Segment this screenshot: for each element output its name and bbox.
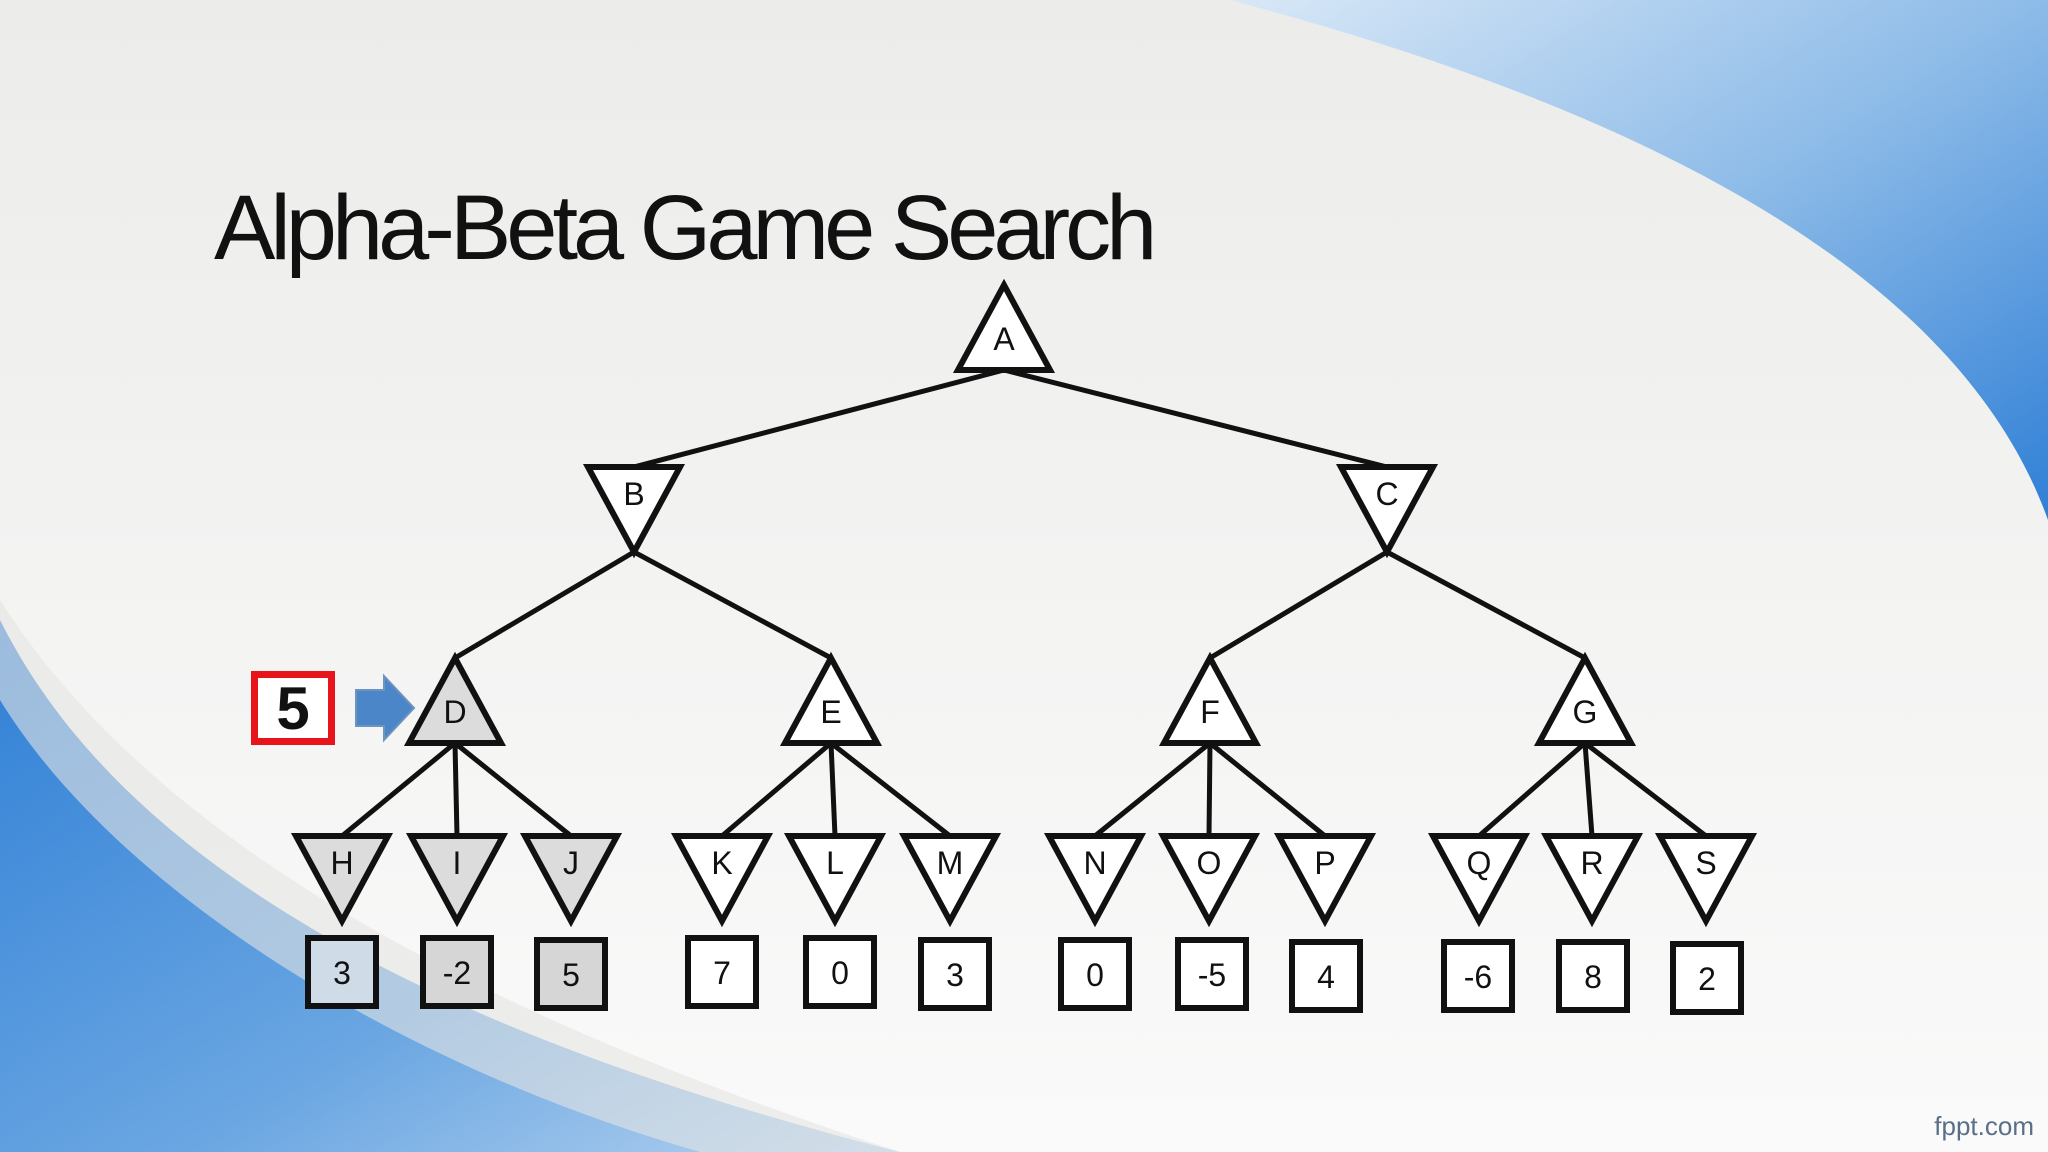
node-label-e: E [820,694,841,730]
node-label-k: K [711,845,732,881]
node-label-n: N [1083,845,1106,881]
node-label-q: Q [1467,845,1492,881]
edge-d-i [452,742,460,837]
node-label-b: B [623,476,644,512]
leaf-h: 3 [305,935,379,1009]
leaf-value: 5 [562,957,580,993]
edge-d-j [453,741,573,838]
leaf-r: 8 [1556,939,1630,1013]
edge-c-g [1385,549,1587,661]
edge-f-p [1208,741,1327,838]
node-label-g: G [1573,694,1598,730]
node-e: E [779,651,883,746]
node-r: R [1540,833,1644,928]
node-f: F [1158,651,1262,746]
node-c: C [1335,464,1439,559]
footer-brand: fppt.com [1934,1111,2034,1141]
node-m: M [898,833,1002,928]
leaf-value: 7 [713,955,731,991]
node-label-c: C [1375,476,1398,512]
leaf-n: 0 [1058,937,1132,1011]
leaf-value: 3 [333,955,351,991]
node-label-h: H [330,845,353,881]
page-title: Alpha-Beta Game Search [214,177,1157,279]
node-label-p: P [1314,845,1335,881]
node-h: H [290,833,394,928]
node-p: P [1273,833,1377,928]
node-label-i: I [453,845,462,881]
leaf-s: 2 [1670,941,1744,1015]
edge-e-l [828,742,838,837]
leaf-value: -6 [1464,959,1492,995]
edge-b-d [453,549,636,661]
leaf-value: 8 [1584,959,1602,995]
node-i: I [405,833,509,928]
node-s: S [1654,833,1758,928]
edge-f-o [1206,742,1213,837]
edge-g-s [1583,741,1708,838]
edge-e-k [720,741,833,838]
leaf-value: 0 [831,955,849,991]
edge-g-r [1582,742,1595,837]
leaf-q: -6 [1441,939,1515,1013]
leaf-value: 3 [946,957,964,993]
node-label-s: S [1695,845,1716,881]
node-label-l: L [826,845,844,881]
node-b: B [582,464,686,559]
edge-a-c [1003,367,1388,470]
node-j: J [519,833,623,928]
leaf-p: 4 [1289,939,1363,1013]
node-n: N [1043,833,1147,928]
edge-d-h [340,741,457,838]
node-label-a: A [993,321,1015,357]
node-label-o: O [1197,845,1222,881]
node-k: K [670,833,774,928]
edge-f-n [1093,741,1212,838]
node-label-f: F [1200,694,1220,730]
leaf-k: 7 [685,935,759,1009]
node-l: L [783,833,887,928]
leaf-value: 0 [1086,957,1104,993]
leaf-i: -2 [420,935,494,1009]
node-o: O [1157,833,1261,928]
node-label-m: M [937,845,964,881]
node-q: Q [1427,833,1531,928]
edge-a-b [633,367,1005,470]
node-a: A [952,278,1056,373]
leaf-l: 0 [803,935,877,1009]
node-label-d: D [443,694,466,730]
leaf-j: 5 [534,937,608,1011]
leaf-value: -2 [443,955,471,991]
node-label-r: R [1580,845,1603,881]
current-value-box: 5 [251,671,335,745]
leaf-value: 4 [1317,959,1335,995]
edge-c-f [1208,549,1389,661]
edge-b-e [632,549,833,661]
leaf-o: -5 [1175,937,1249,1011]
edge-e-m [829,741,952,838]
node-d: D [403,651,507,746]
edge-g-q [1477,741,1587,838]
node-g: G [1533,651,1637,746]
right-arrow-icon [355,673,416,743]
leaf-value: 2 [1698,961,1716,997]
node-label-j: J [563,845,579,881]
leaf-m: 3 [918,937,992,1011]
leaf-value: -5 [1198,957,1226,993]
